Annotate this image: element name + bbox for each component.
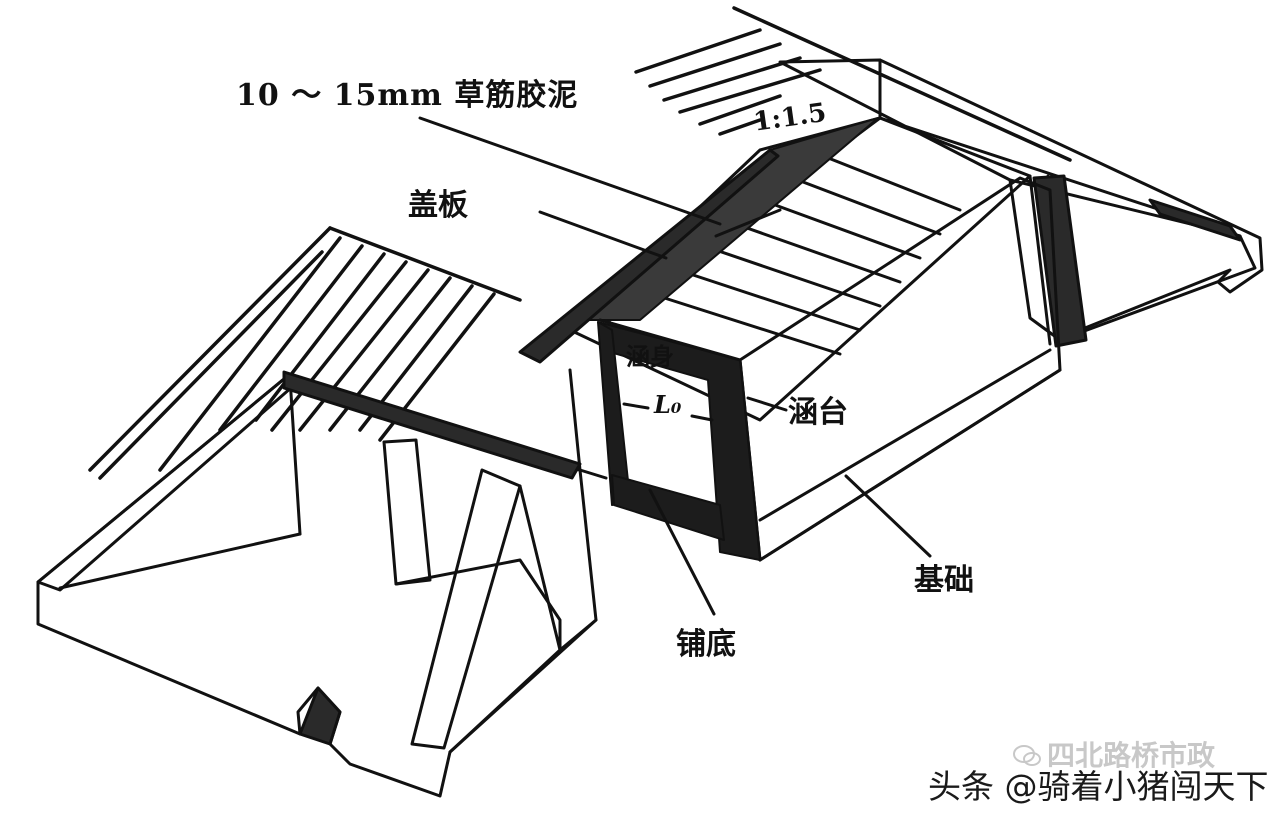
culvert-body-label: 涵身 <box>626 343 674 371</box>
leader-lines <box>418 116 932 616</box>
span-label: L₀ <box>654 390 682 419</box>
embankment-hatching-right <box>634 6 1072 162</box>
culvert-floor <box>568 368 608 480</box>
watermark-text: 四北路桥市政 <box>1047 739 1216 772</box>
cover-slab-label: 盖板 <box>408 188 468 223</box>
paving-label: 铺底 <box>676 627 736 662</box>
left-wingwall <box>36 370 598 798</box>
wechat-bubble-icon <box>1013 745 1041 766</box>
abutment-block <box>738 176 1062 562</box>
right-wingwall <box>778 58 1264 348</box>
mortar-label: 10 ～ 15mm 草筋胶泥 <box>236 78 579 113</box>
culvert-opening <box>597 318 761 561</box>
abutment-label: 涵台 <box>788 395 848 430</box>
author-credit: 头条 @骑着小猪闯天下 <box>928 767 1269 806</box>
cover-slabs <box>518 116 1032 422</box>
foundation-label: 基础 <box>914 563 974 598</box>
